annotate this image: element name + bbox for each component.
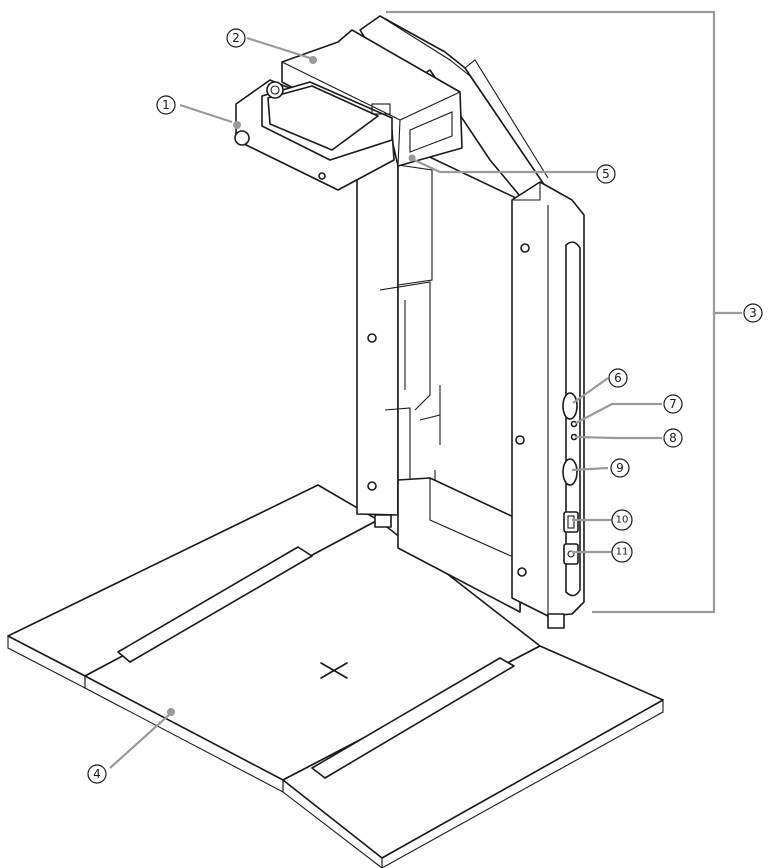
svg-text:9: 9 [616,461,624,475]
svg-text:5: 5 [602,167,610,181]
camera-point [233,121,241,129]
callout-7: 7 [663,394,683,414]
camera [233,79,416,191]
callout-4: 4 [87,764,107,784]
svg-text:3: 3 [749,306,757,320]
svg-text:8: 8 [669,431,677,445]
callout-2: 2 [226,28,246,48]
power-jack [563,543,579,565]
stand-button-lower [562,458,578,486]
svg-text:7: 7 [669,397,677,411]
stand-button-upper [562,392,578,420]
svg-text:2: 2 [232,31,240,45]
svg-text:6: 6 [614,371,622,385]
callout-6: 6 [608,368,628,388]
callout-10: 10 [611,509,633,531]
stand-indicator-lower [570,433,578,441]
callout-5: 5 [596,164,616,184]
callout-1: 1 [156,95,176,115]
callout-3: 3 [743,303,763,323]
svg-text:11: 11 [616,547,629,558]
leader-lines [109,10,742,769]
mount-point [309,56,317,64]
document-base-plate [7,484,664,868]
svg-text:1: 1 [162,98,170,112]
callout-9: 9 [610,458,630,478]
svg-text:4: 4 [93,767,101,781]
svg-text:10: 10 [616,515,629,526]
callout-8: 8 [663,428,683,448]
callout-11: 11 [611,541,633,563]
usb-port [563,511,579,533]
stand-indicator-upper [570,420,578,428]
